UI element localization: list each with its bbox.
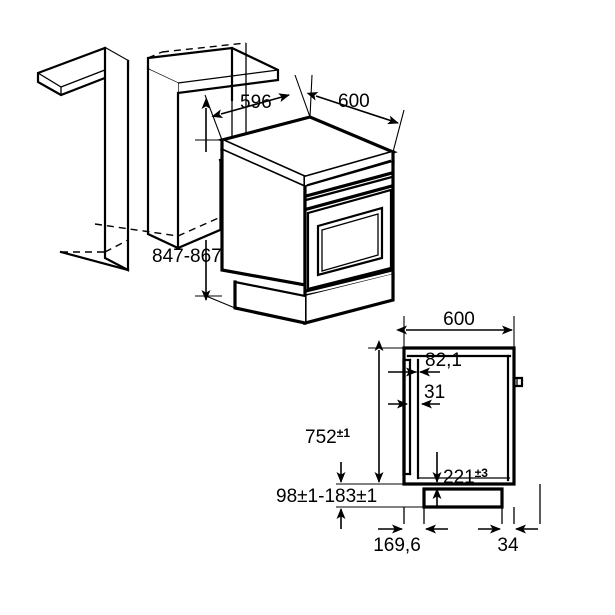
dimension-82-1-label: 82,1: [425, 350, 462, 371]
dimension-221-label: 221±3: [443, 466, 488, 488]
dimension-221-base: 221: [443, 467, 475, 488]
dimension-221-tolerance: ±3: [475, 466, 489, 480]
left-cabinet-outline: [36, 46, 130, 272]
dimension-847-867-group: 847-867: [152, 98, 236, 309]
dimension-752-base: 752: [305, 427, 337, 448]
dimension-169-6-group: 169,6: [373, 524, 448, 556]
dimension-752-group: 752±1: [305, 340, 404, 485]
dimension-31-label: 31: [424, 382, 445, 403]
dimension-847-867-label: 847-867: [152, 246, 222, 267]
dimension-169-6-label: 169,6: [373, 535, 421, 556]
dimension-82-1-group: 82,1: [388, 350, 462, 377]
dimension-34-label: 34: [497, 535, 519, 556]
dimension-98-183-label: 98±1-183±1: [276, 486, 377, 507]
dimension-752-label: 752±1: [305, 426, 350, 448]
dimension-596-label: 596: [240, 92, 272, 113]
dimension-600-section-label: 600: [443, 309, 475, 330]
dimension-34-group: 34: [478, 524, 538, 556]
cooker-isometric-body: [217, 115, 398, 326]
dimension-600-top-group: 600: [306, 74, 405, 153]
dimension-98-183-group: 98±1-183±1: [276, 462, 424, 529]
section-view-group: [402, 346, 541, 524]
dimension-752-tolerance: ±1: [337, 426, 351, 440]
dimension-600-section-group: 600: [396, 309, 515, 348]
dimension-31-group: 31: [388, 382, 445, 409]
dimension-600-top-label: 600: [338, 91, 370, 112]
dimension-221-group: 221±3: [432, 452, 488, 507]
